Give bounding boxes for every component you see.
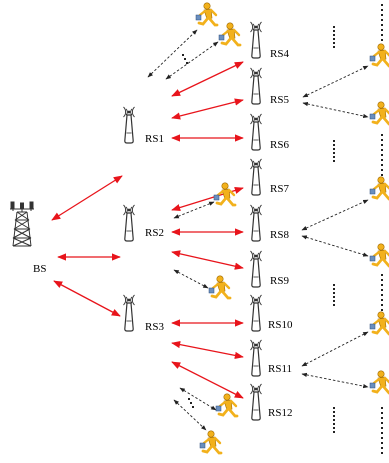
lattice-tower-icon [10, 201, 34, 247]
rs8-label: RS8 [270, 229, 289, 241]
user-links [147, 29, 369, 431]
user-link [173, 269, 209, 289]
bs-label: BS [33, 263, 46, 275]
ellipsis-right-column [381, 4, 383, 454]
antenna-icon [249, 294, 263, 332]
user-link [173, 399, 207, 431]
rs11-label: RS11 [268, 363, 292, 375]
antenna-icon [249, 113, 263, 151]
link-rs3-rs12 [171, 361, 244, 399]
antenna-icon [122, 294, 136, 332]
rs4-label: RS4 [270, 48, 289, 60]
user-link [302, 101, 369, 119]
ellipsis-user-rs1 [182, 54, 188, 64]
ellipsis-user-rs3 [188, 398, 194, 408]
relay-links [171, 61, 244, 399]
rs12-label: RS12 [268, 407, 292, 419]
user-link [302, 65, 369, 98]
rs2-label: RS2 [145, 227, 164, 239]
link-rs3-rs11 [171, 341, 244, 359]
ellipsis-mid-1 [333, 26, 335, 48]
antenna-icon [249, 339, 263, 377]
antenna-icon [249, 204, 263, 242]
rs5-label: RS5 [270, 94, 289, 106]
antenna-icon [249, 158, 263, 196]
walking-person-icon [212, 181, 237, 207]
rs3-label: RS3 [145, 321, 164, 333]
user-link [301, 331, 369, 367]
walking-person-icon [198, 429, 223, 455]
link-rs2-rs7 [171, 186, 244, 212]
walking-person-icon [194, 1, 219, 27]
walking-person-icon [368, 42, 389, 68]
link-bs-rs1 [51, 175, 123, 221]
rs1-label: RS1 [145, 133, 164, 145]
rs9-label: RS9 [270, 275, 289, 287]
user-link [179, 387, 217, 411]
user-link [301, 372, 369, 389]
walking-person-icon [207, 274, 232, 300]
user-link [147, 29, 198, 78]
walking-person-icon [368, 310, 389, 336]
walking-person-icon [214, 392, 239, 418]
user-link [165, 41, 219, 80]
rs6-label: RS6 [270, 139, 289, 151]
walking-person-icon [368, 175, 389, 201]
antenna-icon [122, 106, 136, 144]
bs-links [51, 175, 123, 317]
link-bs-rs3 [53, 280, 121, 317]
user-link [301, 235, 369, 257]
antenna-icon [249, 250, 263, 288]
user-link [301, 199, 369, 231]
antenna-icon [249, 21, 263, 59]
ellipsis-mid-3 [333, 284, 335, 306]
link-rs2-rs9 [171, 250, 244, 270]
rs10-label: RS10 [268, 319, 293, 331]
rs7-label: RS7 [270, 183, 289, 195]
ellipsis-mid-4 [333, 407, 335, 433]
user-link [173, 201, 215, 219]
walking-person-icon [217, 21, 242, 47]
antenna-icon [249, 383, 263, 421]
link-rs1-rs5 [171, 98, 244, 120]
walking-person-icon [368, 100, 389, 126]
walking-person-icon [368, 242, 389, 268]
antenna-icon [122, 204, 136, 242]
ellipsis-mid-2 [333, 140, 335, 162]
continuation-dots [182, 4, 383, 454]
walking-person-icon [368, 369, 389, 395]
antenna-icon [249, 67, 263, 105]
